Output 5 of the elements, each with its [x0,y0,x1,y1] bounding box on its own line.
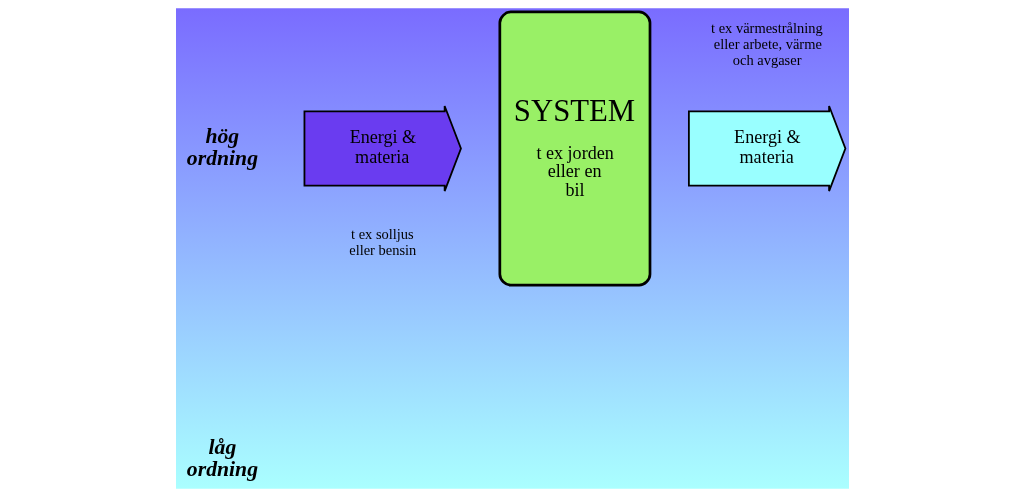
node-label: t ex solljus eller bensin [348,225,416,259]
node-label: t ex värmestrålning eller arbete, värme och avgaser [710,19,823,69]
node-box: SYSTEM t ex jorden eller en bil [498,10,651,287]
label: låg ordning [186,435,258,482]
label: hög ordning [186,124,258,171]
